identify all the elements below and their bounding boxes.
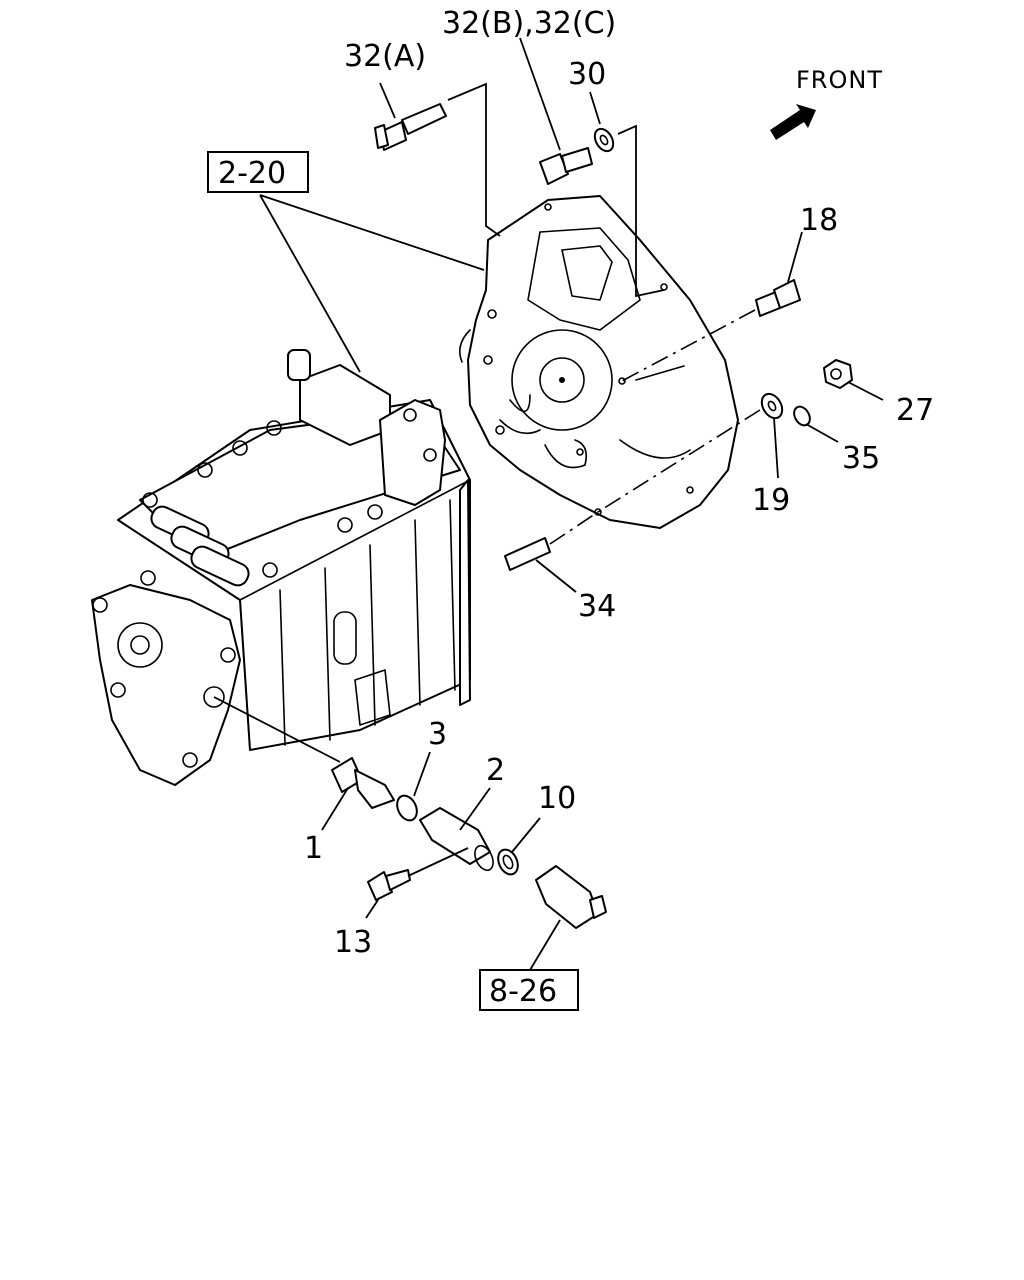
callout-8-26: 8-26 xyxy=(489,974,557,1009)
part-3-o-ring xyxy=(396,794,418,822)
callout-34: 34 xyxy=(578,589,616,624)
flywheel-housing xyxy=(459,195,739,529)
transmission-case xyxy=(91,349,471,786)
part-30-washer xyxy=(593,127,615,153)
callout-13: 13 xyxy=(334,925,372,960)
part-32bc-bolt xyxy=(539,147,593,185)
part-13-bolt xyxy=(367,869,411,901)
callout-3: 3 xyxy=(428,717,447,752)
part-2-sleeve xyxy=(419,807,494,872)
callout-2: 2 xyxy=(486,753,505,788)
part-18-bolt xyxy=(755,279,801,317)
callout-1: 1 xyxy=(304,831,323,866)
callout-32a: 32(A) xyxy=(344,39,426,74)
callout-30: 30 xyxy=(568,57,606,92)
callout-10: 10 xyxy=(538,781,576,816)
callout-2-20-box xyxy=(207,151,309,193)
part-19-washer xyxy=(760,392,784,420)
callout-32bc: 32(B),32(C) xyxy=(442,6,616,41)
front-arrow-icon xyxy=(770,104,816,140)
callout-27: 27 xyxy=(896,393,934,428)
front-label: FRONT xyxy=(796,66,883,94)
callout-2-20: 2-20 xyxy=(218,156,286,191)
part-34-stud xyxy=(504,537,551,571)
part-32a-stud xyxy=(374,103,447,151)
callout-35: 35 xyxy=(842,441,880,476)
callout-8-26-box xyxy=(479,969,579,1011)
callout-18: 18 xyxy=(800,203,838,238)
part-10-seal xyxy=(497,848,519,876)
part-8-26-sensor xyxy=(535,865,607,929)
part-27-nut xyxy=(823,359,853,389)
part-1-shaft xyxy=(331,757,395,809)
callout-19: 19 xyxy=(752,483,790,518)
part-35-lock-washer xyxy=(793,405,811,427)
leader-lines xyxy=(213,37,884,971)
